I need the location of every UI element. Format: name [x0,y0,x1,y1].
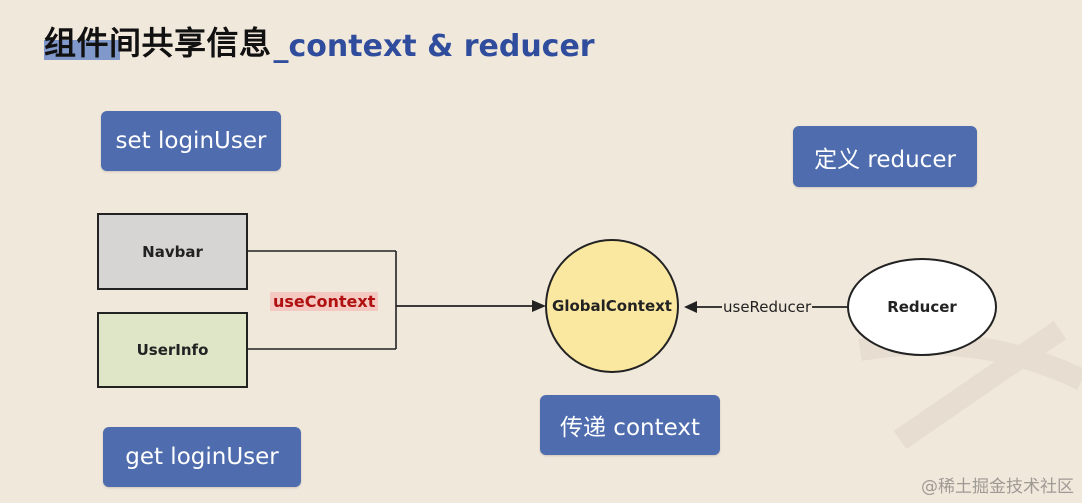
title-english: _context & reducer [273,29,595,64]
global-context-node [545,239,679,373]
set-login-user-label: set loginUser [101,111,281,171]
reducer-node [847,258,997,356]
title-chinese: 组件间共享信息 [44,24,272,62]
navbar-component: Navbar [97,213,248,290]
page-title: 组件间共享信息 _context & reducer [44,16,595,64]
userinfo-component: UserInfo [97,312,248,388]
userinfo-label: UserInfo [136,341,209,359]
global-context-label: GlobalContext [552,297,672,315]
get-login-user-label: get loginUser [103,427,301,487]
use-context-edge-label: useContext [270,292,379,311]
title-accent-bar [44,40,120,60]
pass-context-label: 传递 context [540,395,720,455]
watermark: @稀土掘金技术社区 [921,477,1074,497]
arrowhead-reducer [684,301,697,313]
arrowhead-global-context [532,300,546,312]
reducer-label: Reducer [887,298,957,316]
define-reducer-label: 定义 reducer [793,126,977,187]
navbar-label: Navbar [142,242,203,261]
use-reducer-edge-label: useReducer [722,298,813,316]
